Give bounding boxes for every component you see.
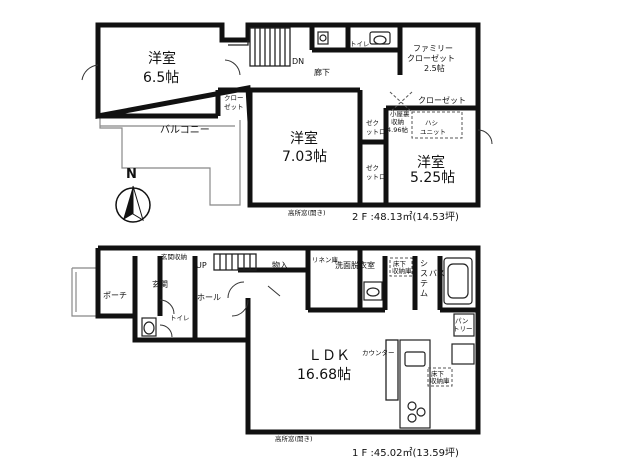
closet-small-line2: ゼット — [224, 102, 244, 111]
floor-storage-2-line1: 床下 — [431, 369, 445, 378]
floor-storage-2-line2: 収納庫 — [430, 376, 450, 385]
counter-label: カウンター — [362, 348, 395, 357]
door-swing-1f-hall — [227, 281, 245, 299]
floor-2-wall-a — [95, 25, 218, 119]
floor-1-interior-walls — [132, 248, 478, 340]
high-window-2f: 高所窓(開き) — [288, 208, 326, 217]
system-bath-char1: シ — [420, 259, 428, 268]
pantry-line1: パン — [455, 317, 468, 325]
attic-size: 4.96帖 — [387, 125, 408, 134]
kitchen-counter — [385, 339, 431, 429]
closet-v1-line2: ットロ — [366, 128, 386, 136]
porch-label: ポーチ — [103, 291, 127, 300]
stairs-1f — [213, 253, 257, 271]
hall-label: ホール — [197, 293, 221, 302]
floor-2-interior-walls — [250, 25, 478, 205]
ldk-name: ＬＤＫ — [308, 348, 350, 364]
wash-basin — [363, 281, 383, 301]
stairs-up-label: UP — [196, 261, 207, 270]
floor-2-plan: 洋室 6.5帖 洋室 7.03帖 洋室 5.25帖 ファミリー クローゼット 2… — [81, 22, 493, 223]
balcony-label: バルコニー — [160, 124, 210, 136]
system-bath-char2: ス — [420, 269, 428, 278]
room-center-name: 洋室 — [290, 130, 318, 147]
closet-v2-line1: ゼク — [366, 163, 379, 172]
floor-storage-1 — [389, 257, 413, 277]
door-swing-1f-storage — [267, 285, 281, 297]
linen-label: リネン庫 — [312, 255, 339, 264]
compass-label: N — [126, 167, 137, 182]
room-east-name: 洋室 — [417, 154, 445, 171]
room-west-size: 6.5帖 — [143, 70, 179, 86]
toilet-fixture-1f — [141, 317, 157, 337]
door-swing-1f-toilet — [159, 324, 173, 338]
room-center-size: 7.03帖 — [282, 149, 327, 165]
closet-v2-line2: ットロ — [366, 173, 386, 181]
toilet-1f-label: トイレ — [170, 314, 190, 322]
hallway-label: 廊下 — [314, 67, 330, 77]
closet-east-label: クローゼット — [418, 95, 466, 105]
ldk-size: 16.68帖 — [297, 367, 351, 383]
storage-label: 物入 — [272, 260, 288, 270]
floor-storage-2 — [427, 367, 453, 387]
floor-1-area: 1 F :45.02㎡(13.59坪) — [352, 446, 459, 459]
family-closet-line2: クローゼット — [407, 53, 455, 63]
pantry-box — [453, 313, 475, 337]
door-swing-2f-a — [224, 59, 241, 76]
balcony-outline — [99, 115, 241, 206]
washroom-label: 洗面脱衣室 — [335, 260, 375, 270]
fridge-space — [451, 343, 475, 365]
floor-2-area: 2 F :48.13㎡(14.53坪) — [352, 210, 459, 223]
floor-1-plan: ＬＤＫ 16.68帖 ポーチ 玄関 玄関収納 ホール トイレ UP 物入 リネン… — [71, 245, 481, 459]
door-swing-1f-entrance — [159, 299, 175, 315]
stairs-2f — [228, 27, 291, 67]
toilet-fixture-2f — [317, 31, 391, 45]
system-bath-char3: テ — [420, 279, 428, 288]
door-swing-1f-ldk — [231, 299, 249, 317]
shoe-box-label: 玄関収納 — [161, 252, 187, 261]
closet-v1-line1: ゼク — [366, 118, 379, 127]
room-east-size: 5.25帖 — [410, 170, 455, 186]
family-closet-line1: ファミリー — [413, 44, 453, 53]
closet-small-line1: クロー — [224, 94, 244, 102]
door-swing-2f-west — [81, 64, 99, 81]
porch-outline — [71, 267, 98, 317]
north-compass: N — [115, 167, 151, 223]
attic-line2: 収納 — [391, 117, 404, 126]
bathtub — [443, 257, 473, 305]
floor-storage-1-line1: 床下 — [393, 259, 407, 268]
floor-storage-1-line2: 収納庫 — [392, 266, 412, 275]
room-west-name: 洋室 — [148, 50, 176, 67]
entrance-label: 玄関 — [152, 279, 168, 289]
bath-unit-line1: ハシ — [425, 119, 438, 127]
toilet-2f-label: トイレ — [350, 40, 370, 48]
pantry-line2: トリー — [453, 325, 473, 333]
family-closet-size: 2.5帖 — [424, 63, 445, 73]
bath-unit-dashed — [411, 111, 463, 139]
stairs-dn-label: DN — [292, 57, 304, 66]
bath-unit-line2: ユニット — [420, 128, 446, 136]
system-bath-char4: ム — [420, 289, 428, 298]
system-bath-label: バス — [429, 269, 445, 278]
attic-line1: 小屋裏 — [390, 109, 410, 118]
high-window-1f: 高所窓(開き) — [275, 434, 313, 443]
door-swing-2f-b — [477, 129, 493, 145]
